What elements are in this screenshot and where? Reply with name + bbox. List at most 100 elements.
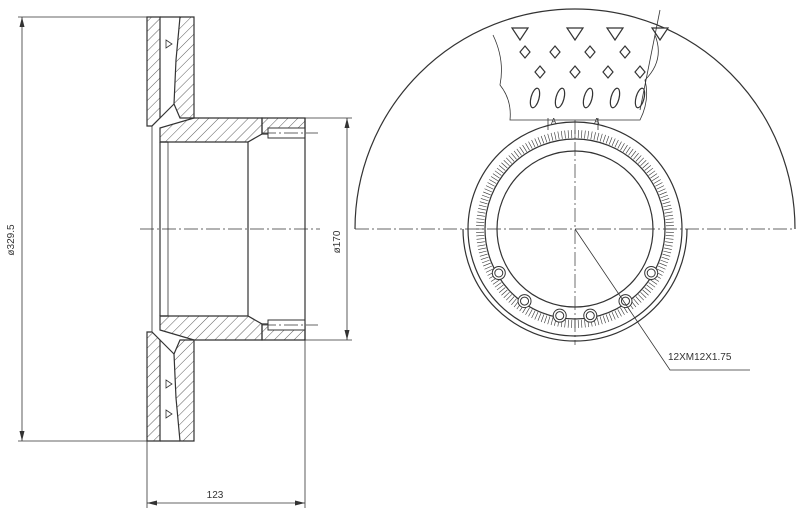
abs-tooth (519, 146, 525, 154)
vent-marker-top (165, 39, 173, 49)
abs-tooth (494, 282, 502, 288)
section-line-diagonal (639, 9, 661, 111)
abs-tooth (584, 319, 586, 328)
abs-tooth (478, 208, 487, 211)
bolt-hole (520, 296, 530, 306)
hub-diameter-label: ø170 (332, 230, 343, 253)
abs-tooth (478, 204, 487, 208)
abs-tooth (483, 191, 491, 196)
vent-hole (549, 45, 561, 59)
abs-tooth (485, 268, 494, 273)
hub-flange-bottom (159, 315, 263, 341)
abs-tooth (640, 291, 647, 298)
abs-tooth (496, 167, 504, 174)
friction-plate-top-left (146, 16, 161, 127)
vent-hole (565, 27, 585, 42)
abs-tooth (646, 284, 654, 291)
abs-tooth (550, 317, 554, 326)
vent-hole (634, 65, 646, 79)
abs-tooth (656, 185, 665, 190)
abs-tooth (665, 235, 674, 237)
thread-callout: 12XM12X1.75 (668, 352, 732, 363)
abs-tooth (661, 198, 670, 202)
abs-tooth (652, 176, 660, 182)
abs-tooth (665, 221, 674, 223)
abs-tooth (656, 268, 665, 273)
abs-tooth (564, 319, 566, 328)
section-mark-left: A (551, 117, 557, 126)
abs-tooth (528, 309, 533, 317)
section-mark-right: A (594, 117, 600, 126)
abs-tooth (630, 150, 637, 158)
abs-tooth (665, 218, 674, 220)
abs-tooth (484, 265, 492, 270)
abs-tooth (525, 143, 530, 151)
abs-tooth (590, 131, 593, 140)
vent-hole (569, 65, 581, 79)
abs-tooth (581, 130, 583, 139)
abs-tooth (596, 132, 600, 141)
vent-hole (584, 45, 596, 59)
abs-tooth (608, 313, 613, 321)
abs-tooth (498, 165, 506, 171)
abs-tooth (663, 250, 672, 254)
section-view: ø329.5 (6, 16, 352, 508)
bolt-holes (491, 266, 659, 323)
abs-tooth (665, 214, 674, 217)
abs-tooth (501, 162, 508, 169)
arrow-up (19, 17, 25, 27)
abs-tooth (658, 265, 666, 270)
abs-tooth (525, 307, 530, 315)
abs-tooth (476, 241, 485, 244)
abs-tooth (644, 287, 652, 293)
abs-tooth (655, 182, 663, 187)
abs-tooth (516, 148, 522, 156)
height-arrow-right (295, 500, 305, 506)
bolt-hole (620, 296, 630, 306)
cutaway-break-line (492, 34, 659, 121)
abs-tooth (483, 262, 491, 267)
abs-tooth (477, 211, 486, 214)
abs-tooth (608, 137, 613, 145)
vent-hole (619, 45, 631, 59)
abs-tooth (547, 133, 551, 142)
abs-tooth (528, 141, 533, 149)
abs-tooth (511, 152, 517, 160)
abs-tooth (617, 309, 622, 317)
abs-tooth (492, 279, 500, 285)
abs-tooth (544, 315, 548, 324)
abs-tooth (485, 185, 494, 190)
vent-marker-bottom-1 (165, 379, 173, 389)
hub-arrow-up (344, 118, 350, 128)
thread-leader-line (574, 228, 750, 371)
vent-hole (510, 27, 530, 42)
abs-tooth (503, 160, 510, 167)
abs-tooth (476, 238, 485, 240)
abs-tooth (567, 319, 569, 328)
hub-arrow-down (344, 330, 350, 340)
abs-tooth (480, 256, 489, 260)
abs-tooth (659, 262, 667, 267)
vent-hole (529, 87, 541, 109)
abs-tooth (658, 188, 666, 193)
hub-bore (159, 141, 249, 317)
abs-tooth (605, 135, 610, 144)
abs-tooth (492, 173, 500, 179)
abs-tooth (602, 315, 606, 324)
abs-tooth (659, 191, 667, 196)
abs-tooth (650, 279, 658, 285)
abs-tooth (635, 155, 642, 162)
friction-plate-top-right (173, 16, 195, 119)
abs-tooth (550, 132, 554, 141)
abs-tooth (664, 244, 673, 247)
abs-tooth (540, 314, 545, 323)
abs-tooth (537, 313, 542, 321)
abs-tooth (663, 204, 672, 208)
front-view: A A 12XM12X1.75 (354, 8, 796, 371)
abs-tooth (653, 179, 661, 184)
abs-tooth (637, 294, 644, 301)
abs-tooth (587, 130, 590, 139)
abs-tooth (642, 289, 649, 296)
abs-tooth (648, 170, 656, 176)
abs-tooth (605, 314, 610, 323)
